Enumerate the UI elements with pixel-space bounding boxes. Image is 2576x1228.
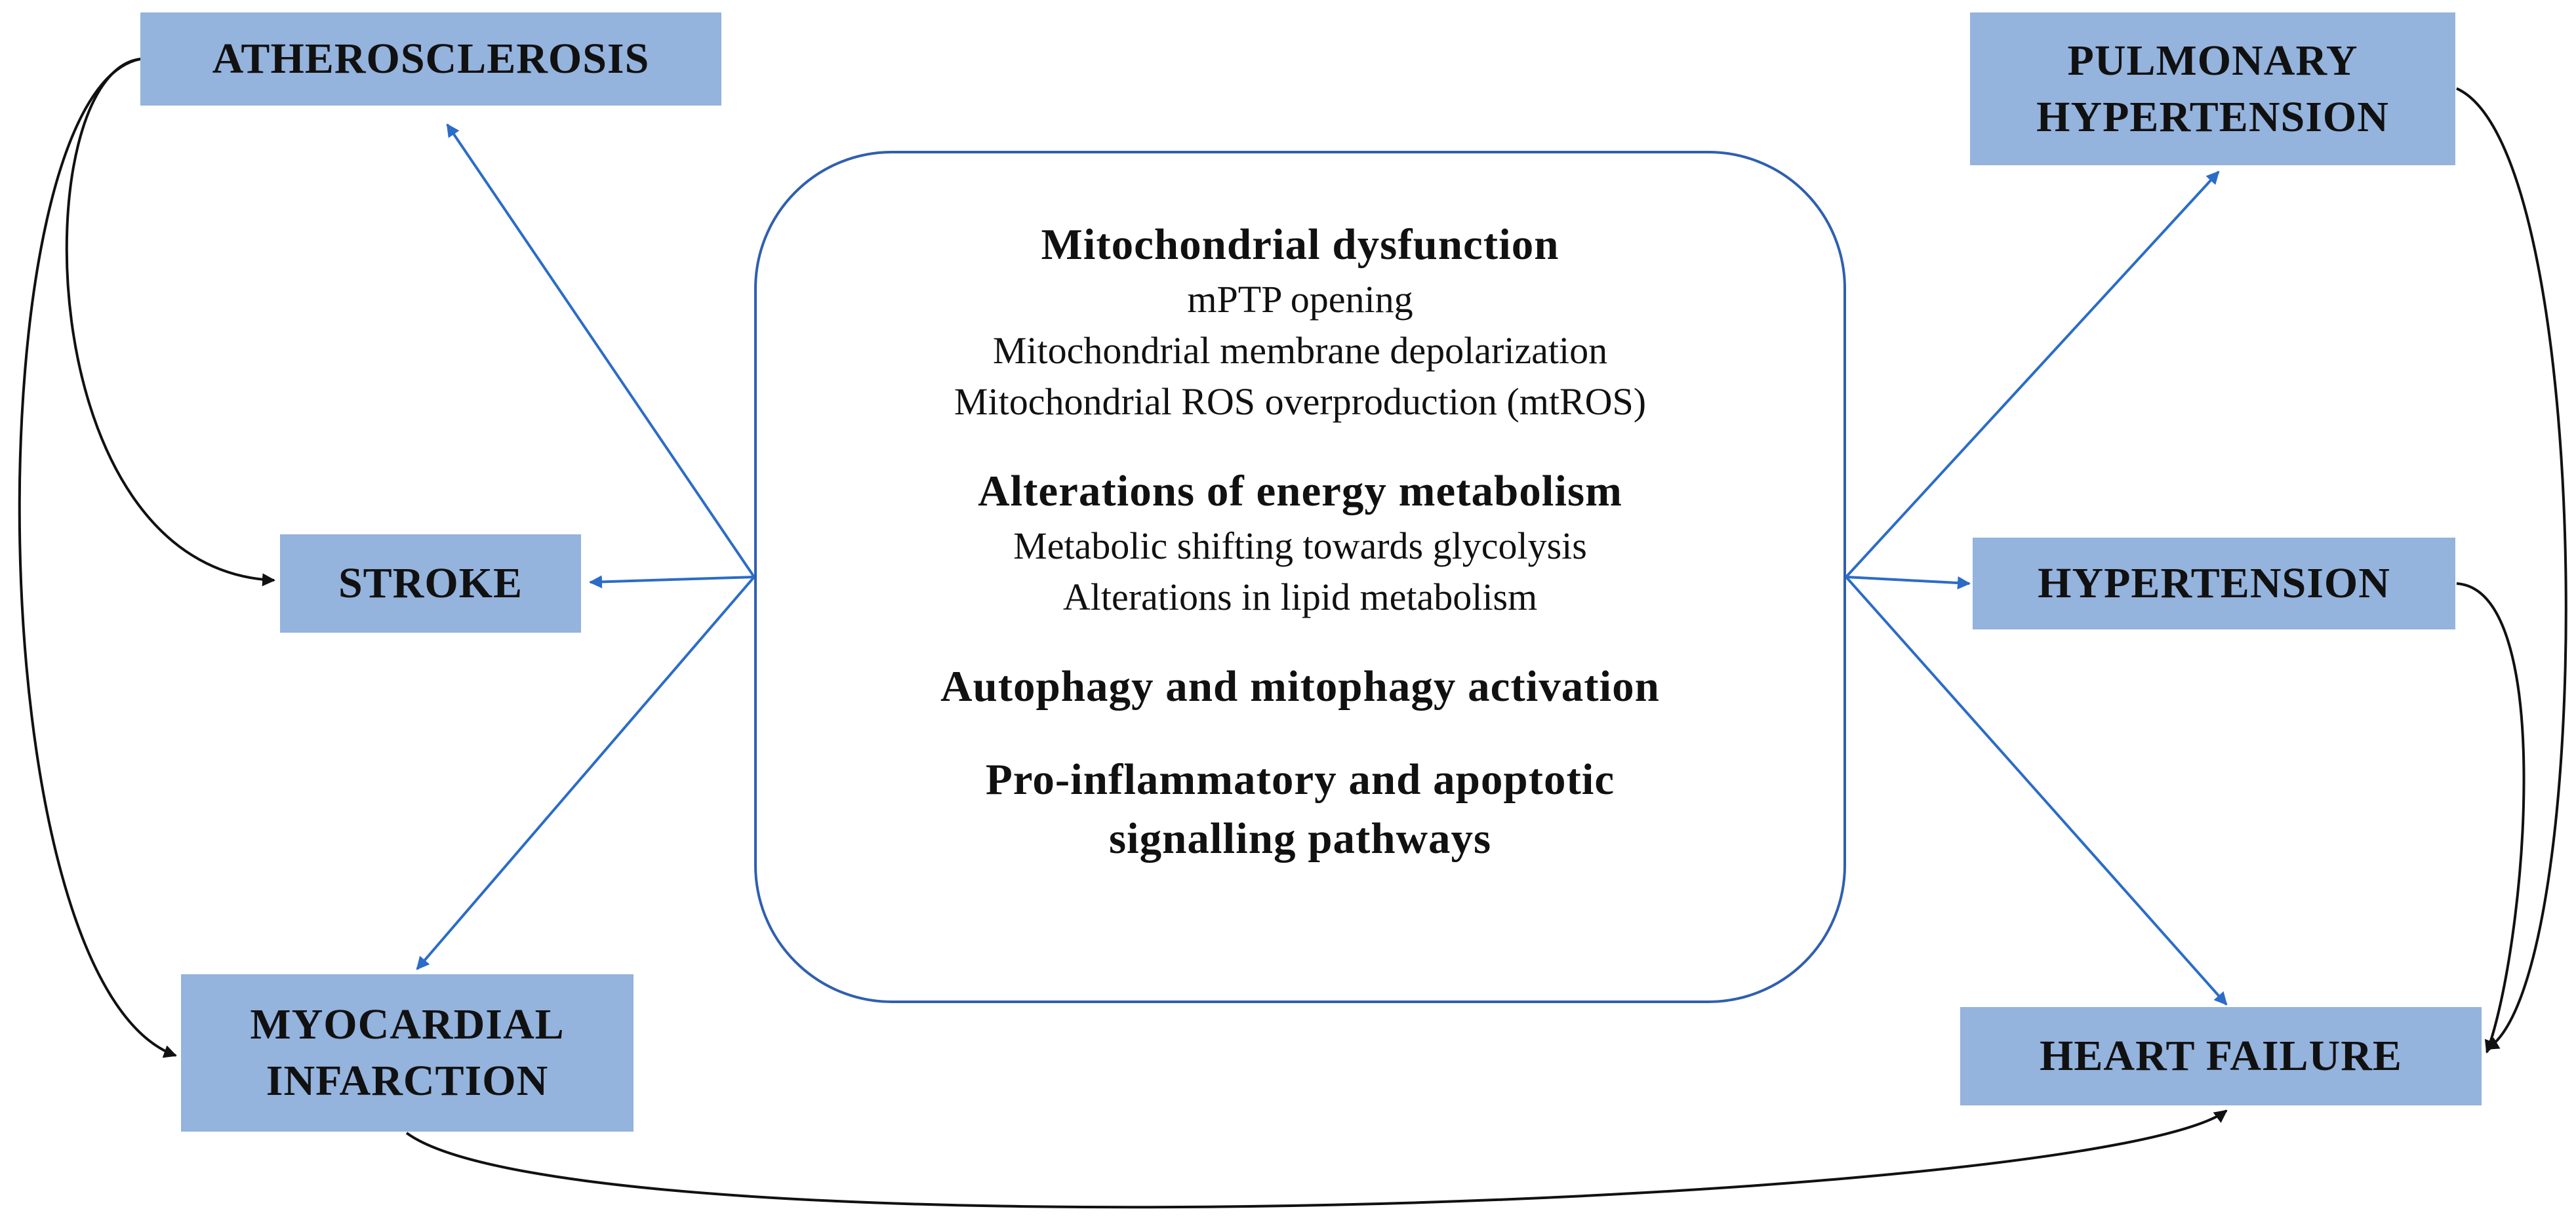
edge-center-to-myocardial-infarction — [416, 576, 755, 970]
section-heading-line: Pro-inflammatory and apoptotic — [985, 755, 1615, 804]
section-item: Alterations in lipid metabolism — [1062, 576, 1538, 618]
node-stroke: STROKE — [280, 534, 581, 633]
edge-center-to-pulmonary-hypertension — [1845, 170, 2220, 578]
edge-myocardial-infarction-to-heart-failure — [405, 1109, 2228, 1209]
section-signalling-pathways: Pro-inflammatory and apoptotic signallin… — [757, 750, 1843, 868]
edge-center-to-heart-failure — [1845, 576, 2228, 1006]
section-energy-metabolism: Alterations of energy metabolism Metabol… — [757, 462, 1843, 623]
node-heart-failure: HEART FAILURE — [1960, 1007, 2482, 1105]
node-label-line: PULMONARY — [2067, 36, 2358, 85]
node-label-line: HYPERTENSION — [2036, 92, 2389, 141]
node-myocardial-infarction: MYOCARDIAL INFARCTION — [181, 974, 634, 1132]
mechanisms-box: Mitochondrial dysfunction mPTP opening M… — [754, 151, 1846, 1003]
edge-pulmonary-hypertension-to-heart-failure — [2456, 87, 2567, 1050]
node-label-line: ATHEROSCLEROSIS — [212, 35, 650, 83]
edge-center-to-atherosclerosis — [446, 123, 755, 578]
node-label-line: STROKE — [338, 559, 523, 607]
edge-atherosclerosis-to-stroke — [65, 58, 275, 587]
section-heading-line: signalling pathways — [1108, 814, 1492, 863]
edge-hypertension-to-heart-failure — [2456, 582, 2526, 1054]
section-mitochondrial-dysfunction: Mitochondrial dysfunction mPTP opening M… — [757, 215, 1843, 427]
section-item: Metabolic shifting towards glycolysis — [1013, 525, 1587, 567]
section-item: Mitochondrial membrane depolarization — [992, 329, 1608, 372]
edge-center-to-hypertension — [1845, 576, 1971, 590]
node-atherosclerosis: ATHEROSCLEROSIS — [140, 12, 721, 106]
section-heading: Alterations of energy metabolism — [757, 462, 1843, 521]
section-heading-line: Alterations of energy metabolism — [978, 467, 1622, 515]
section-heading-line: Mitochondrial dysfunction — [1041, 220, 1560, 269]
node-pulmonary-hypertension: PULMONARY HYPERTENSION — [1970, 12, 2455, 165]
section-item: mPTP opening — [1187, 278, 1413, 321]
section-heading: Mitochondrial dysfunction — [757, 215, 1843, 274]
edge-center-to-stroke — [589, 575, 755, 589]
node-label-line: MYOCARDIAL — [250, 1000, 565, 1048]
section-heading: Pro-inflammatory and apoptotic signallin… — [757, 750, 1843, 868]
section-heading: Autophagy and mitophagy activation — [757, 657, 1843, 716]
node-label-line: HEART FAILURE — [2040, 1032, 2402, 1080]
section-autophagy: Autophagy and mitophagy activation — [757, 657, 1843, 716]
node-label-line: HYPERTENSION — [2038, 559, 2390, 607]
node-hypertension: HYPERTENSION — [1973, 538, 2455, 629]
node-label-line: INFARCTION — [266, 1057, 549, 1105]
section-item: Mitochondrial ROS overproduction (mtROS) — [954, 380, 1647, 423]
edge-atherosclerosis-to-myocardial-infarction — [18, 58, 177, 1058]
section-heading-line: Autophagy and mitophagy activation — [940, 662, 1660, 711]
